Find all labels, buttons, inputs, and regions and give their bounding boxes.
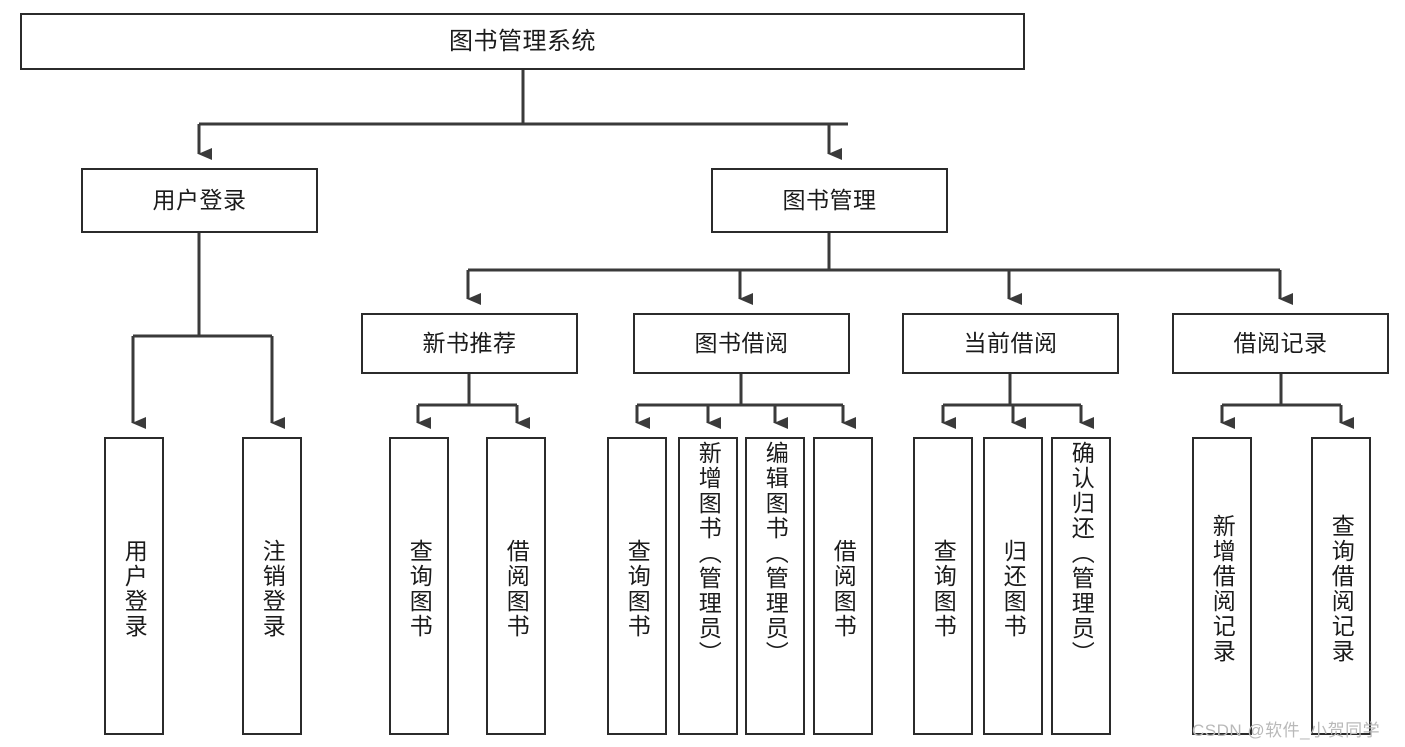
node-book-manage[interactable]: 图书管理 xyxy=(711,168,948,233)
node-leaf-borrow-edit-book-label: 编辑图书（管理员） xyxy=(762,441,789,666)
node-leaf-user-login-label: 用户登录 xyxy=(121,539,148,639)
node-leaf-cur-confirm-return[interactable]: 确认归还（管理员） xyxy=(1051,437,1111,735)
node-leaf-rec-add-record[interactable]: 新增借阅记录 xyxy=(1192,437,1252,735)
node-leaf-borrow-borrow-book-label: 借阅图书 xyxy=(830,539,857,639)
node-user-login-label: 用户登录 xyxy=(152,187,247,214)
node-leaf-cur-confirm-return-label: 确认归还（管理员） xyxy=(1068,441,1095,666)
node-book-manage-label: 图书管理 xyxy=(782,187,877,214)
node-leaf-cur-return-book[interactable]: 归还图书 xyxy=(983,437,1043,735)
node-leaf-rec-query-book[interactable]: 查询图书 xyxy=(389,437,449,735)
node-borrow-record-label: 借阅记录 xyxy=(1233,330,1328,357)
node-root[interactable]: 图书管理系统 xyxy=(20,13,1025,70)
node-leaf-cur-return-book-label: 归还图书 xyxy=(1000,539,1027,639)
node-leaf-user-login[interactable]: 用户登录 xyxy=(104,437,164,735)
node-leaf-user-logout-label: 注销登录 xyxy=(259,539,286,639)
node-leaf-rec-query-record[interactable]: 查询借阅记录 xyxy=(1311,437,1371,735)
node-leaf-borrow-add-book-label: 新增图书（管理员） xyxy=(695,441,722,666)
node-borrow-record[interactable]: 借阅记录 xyxy=(1172,313,1389,374)
node-leaf-cur-query-book-label: 查询图书 xyxy=(930,539,957,639)
node-book-borrow[interactable]: 图书借阅 xyxy=(633,313,850,374)
node-leaf-borrow-edit-book[interactable]: 编辑图书（管理员） xyxy=(745,437,805,735)
node-current-borrow-label: 当前借阅 xyxy=(963,330,1058,357)
node-current-borrow[interactable]: 当前借阅 xyxy=(902,313,1119,374)
node-leaf-borrow-query-book[interactable]: 查询图书 xyxy=(607,437,667,735)
node-leaf-borrow-borrow-book[interactable]: 借阅图书 xyxy=(813,437,873,735)
csdn-watermark: CSDN @软件_小贺同学 xyxy=(1192,721,1381,740)
node-user-login[interactable]: 用户登录 xyxy=(81,168,318,233)
node-root-label: 图书管理系统 xyxy=(449,27,596,55)
node-leaf-borrow-query-book-label: 查询图书 xyxy=(624,539,651,639)
node-book-borrow-label: 图书借阅 xyxy=(694,330,789,357)
node-leaf-rec-query-book-label: 查询图书 xyxy=(406,539,433,639)
node-leaf-borrow-add-book[interactable]: 新增图书（管理员） xyxy=(678,437,738,735)
node-leaf-rec-query-record-label: 查询借阅记录 xyxy=(1328,514,1355,664)
node-leaf-rec-add-record-label: 新增借阅记录 xyxy=(1209,514,1236,664)
node-new-book-rec[interactable]: 新书推荐 xyxy=(361,313,578,374)
node-leaf-rec-borrow-book-label: 借阅图书 xyxy=(503,539,530,639)
node-leaf-rec-borrow-book[interactable]: 借阅图书 xyxy=(486,437,546,735)
node-leaf-user-logout[interactable]: 注销登录 xyxy=(242,437,302,735)
node-leaf-cur-query-book[interactable]: 查询图书 xyxy=(913,437,973,735)
node-new-book-rec-label: 新书推荐 xyxy=(422,330,517,357)
